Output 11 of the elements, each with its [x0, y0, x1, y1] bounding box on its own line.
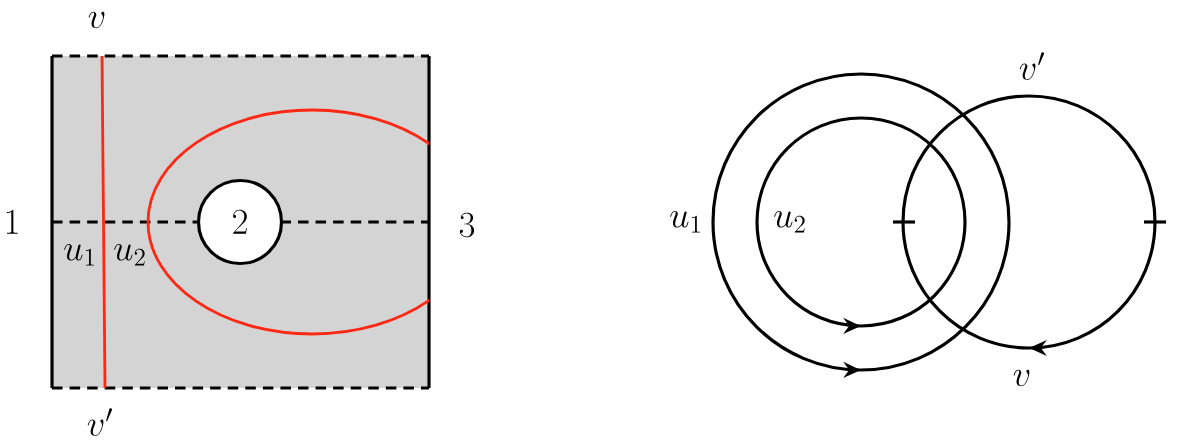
- math-label: $1$: [6, 209, 18, 234]
- math-label: $v'$: [1019, 52, 1044, 80]
- math-label: $u_2$: [774, 211, 805, 233]
- math-label: $u_2$: [114, 244, 145, 266]
- math-label: $u_1$: [64, 244, 94, 266]
- math-label: $v$: [88, 11, 105, 29]
- circle-node: $2$: [196, 178, 284, 266]
- math-label: $v'$: [87, 408, 112, 436]
- math-label: $v$: [1013, 369, 1030, 387]
- math-label: $u_1$: [670, 211, 700, 233]
- math-label: $3$: [459, 212, 475, 238]
